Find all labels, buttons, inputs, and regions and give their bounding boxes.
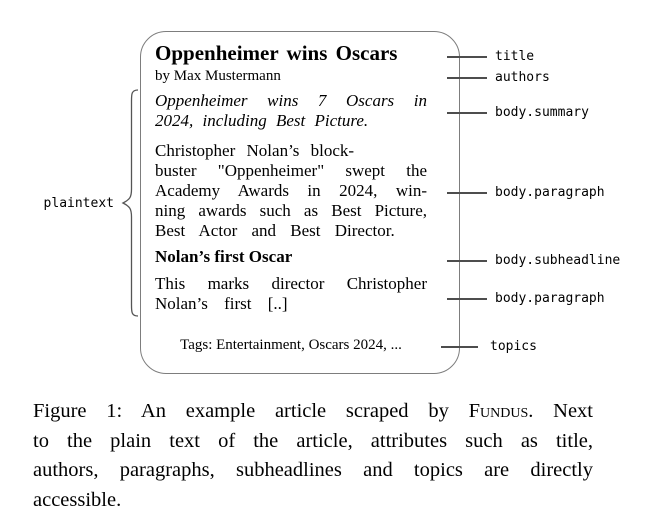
connector-line-topics — [441, 346, 478, 348]
connector-line-authors — [447, 77, 487, 79]
connector-line-body.paragraph — [447, 192, 487, 194]
connector-line-body.subheadline — [447, 260, 487, 262]
plaintext-brace-icon — [121, 89, 139, 317]
connector-line-body.paragraph — [447, 298, 487, 300]
caption-text: Figure 1: An example article scraped by — [33, 400, 469, 422]
connector-line-body.summary — [447, 112, 487, 114]
article-tags: Tags: Entertainment, Oscars 2024, ... — [180, 337, 402, 353]
caption-line-2: to the plain text of the article, attrib… — [33, 429, 593, 452]
caption-line-3: authors, paragraphs, subheadlines and to… — [33, 459, 593, 481]
article-paragraph-1-line: Best Actor and Best Director. — [155, 221, 395, 240]
article-paragraph-1-line: Christopher Nolan’s block- — [155, 141, 355, 160]
field-label-authors: authors — [495, 70, 550, 85]
article-subheadline: Nolan’s first Oscar — [155, 247, 293, 266]
caption-text: . Next — [528, 400, 594, 422]
article-title: Oppenheimer wins Oscars — [155, 41, 398, 65]
fundus-smallcaps: Fundus — [468, 400, 529, 422]
article-summary-line: Oppenheimer wins 7 Oscars in — [155, 91, 427, 110]
field-label-body.subheadline: body.subheadline — [495, 253, 621, 268]
article-paragraph-1-line: ning awards such as Best Picture, — [155, 201, 427, 220]
connector-line-title — [447, 56, 487, 58]
article-paragraph-1-line: buster "Oppenheimer" swept the — [155, 161, 427, 180]
caption-line-4: accessible. — [33, 488, 122, 511]
field-label-body.paragraph: body.paragraph — [495, 185, 605, 200]
article-paragraph-1: Christopher Nolan’s block-buster "Oppenh… — [155, 141, 427, 241]
field-label-body.summary: body.summary — [495, 105, 589, 120]
article-paragraph-2-line: This marks director Christopher — [155, 274, 427, 293]
article-paragraph-2-line: Nolan’s first [..] — [155, 294, 288, 313]
field-label-title: title — [495, 49, 535, 64]
field-label-topics: topics — [490, 339, 537, 354]
article-card — [140, 31, 460, 374]
article-paragraph-1-line: Academy Awards in 2024, win- — [155, 181, 427, 200]
figure-caption: Figure 1: An example article scraped by … — [33, 397, 593, 515]
field-label-body.paragraph: body.paragraph — [495, 291, 605, 306]
article-byline: by Max Mustermann — [155, 68, 281, 84]
plaintext-label: plaintext — [43, 196, 114, 211]
article-summary-line: 2024, including Best Picture. — [155, 111, 369, 130]
caption-line-1: Figure 1: An example article scraped by … — [33, 397, 593, 427]
